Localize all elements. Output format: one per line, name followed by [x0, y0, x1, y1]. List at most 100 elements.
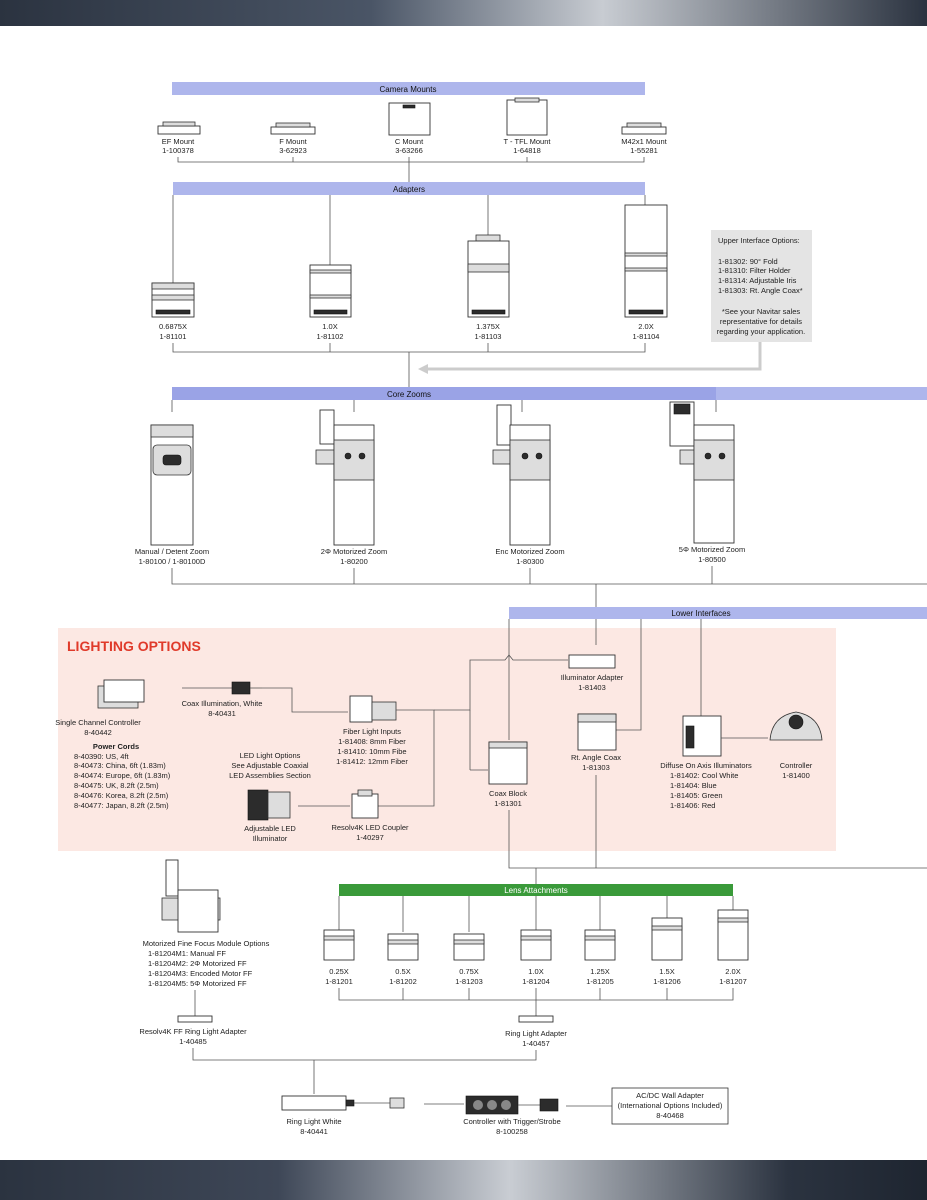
- top-decorative-band: [0, 0, 927, 26]
- svg-text:1-40457: 1-40457: [522, 1039, 550, 1048]
- upper-interface-options-box: Upper Interface Options: 1-81302: 90° Fo…: [711, 230, 812, 342]
- power-cords-list: 8-40390: US, 4ft 8-40473: China, 6ft (1.…: [74, 752, 171, 810]
- svg-text:1-81203: 1-81203: [455, 977, 483, 986]
- svg-text:1.375X: 1.375X: [476, 322, 500, 331]
- svg-text:Ring Light Adapter: Ring Light Adapter: [505, 1029, 567, 1038]
- svg-text:Motorized Fine Focus Module Op: Motorized Fine Focus Module Options: [143, 939, 270, 948]
- svg-text:8-40474: Europe, 6ft (1.83m): 8-40474: Europe, 6ft (1.83m): [74, 771, 171, 780]
- svg-text:1-81202: 1-81202: [389, 977, 417, 986]
- svg-text:1-81204M2: 2Φ Motorized FF: 1-81204M2: 2Φ Motorized FF: [148, 959, 247, 968]
- svg-text:1-100378: 1-100378: [162, 146, 194, 155]
- svg-text:LED Assemblies Section: LED Assemblies Section: [229, 771, 311, 780]
- adapters-title: Adapters: [393, 185, 425, 194]
- lighting-options-title: LIGHTING OPTIONS: [67, 638, 201, 654]
- svg-text:Resolv4K FF Ring Light Adapter: Resolv4K FF Ring Light Adapter: [139, 1027, 247, 1036]
- svg-text:See Adjustable Coaxial: See Adjustable Coaxial: [231, 761, 308, 770]
- svg-text:3-63266: 3-63266: [395, 146, 423, 155]
- svg-text:Coax Block: Coax Block: [489, 789, 527, 798]
- lens-0-5x: 0.5X1-81202: [387, 933, 419, 986]
- svg-text:1-64818: 1-64818: [513, 146, 541, 155]
- svg-text:Single Channel Controller: Single Channel Controller: [55, 718, 141, 727]
- svg-text:2.0X: 2.0X: [638, 322, 653, 331]
- lower-interfaces-title: Lower Interfaces: [671, 609, 730, 618]
- adapter-2-0x: 2.0X1-81104: [624, 204, 668, 341]
- svg-text:2.0X: 2.0X: [725, 967, 740, 976]
- svg-text:8-40475: UK, 8.2ft (2.5m): 8-40475: UK, 8.2ft (2.5m): [74, 781, 159, 790]
- lower-interfaces-bar: [509, 607, 927, 619]
- svg-text:(International Options Include: (International Options Included): [618, 1101, 723, 1110]
- svg-text:Illuminator: Illuminator: [253, 834, 288, 843]
- svg-text:5Φ Motorized Zoom: 5Φ Motorized Zoom: [679, 545, 745, 554]
- svg-text:1-80500: 1-80500: [698, 555, 726, 564]
- svg-text:1-81204M5: 5Φ Motorized FF: 1-81204M5: 5Φ Motorized FF: [148, 979, 247, 988]
- svg-text:2Φ Motorized Zoom: 2Φ Motorized Zoom: [321, 547, 387, 556]
- svg-text:1-81301: 1-81301: [494, 799, 522, 808]
- svg-text:8-40477: Japan, 8.2ft (2.5m): 8-40477: Japan, 8.2ft (2.5m): [74, 801, 169, 810]
- svg-text:1-81206: 1-81206: [653, 977, 681, 986]
- motorized-fine-focus-module: [161, 859, 221, 933]
- svg-text:Upper Interface Options:: Upper Interface Options:: [718, 236, 800, 245]
- svg-text:0.5X: 0.5X: [395, 967, 410, 976]
- svg-text:3-62923: 3-62923: [279, 146, 307, 155]
- svg-text:EF Mount: EF Mount: [162, 137, 195, 146]
- svg-text:8-40431: 8-40431: [208, 709, 236, 718]
- svg-text:*See your Navitar sales: *See your Navitar sales: [722, 307, 801, 316]
- diffuse-on-axis-illuminators: Diffuse On Axis Illuminators 1-81402: Co…: [660, 715, 752, 810]
- svg-text:1.25X: 1.25X: [590, 967, 610, 976]
- svg-text:1-80100 / 1-80100D: 1-80100 / 1-80100D: [139, 557, 206, 566]
- svg-text:1-81102: 1-81102: [317, 332, 344, 341]
- svg-text:0.25X: 0.25X: [329, 967, 349, 976]
- power-cords-title: Power Cords: [93, 742, 139, 751]
- svg-text:Resolv4K LED Coupler: Resolv4K LED Coupler: [331, 823, 409, 832]
- svg-text:1-81402: Cool White: 1-81402: Cool White: [670, 771, 738, 780]
- svg-text:1-81303: Rt. Angle Coax*: 1-81303: Rt. Angle Coax*: [718, 286, 803, 295]
- svg-text:1-81205: 1-81205: [586, 977, 614, 986]
- svg-text:1-81410: 10mm Fibe: 1-81410: 10mm Fibe: [337, 747, 406, 756]
- svg-text:Coax Illumination, White: Coax Illumination, White: [182, 699, 263, 708]
- fine-focus-options-list: Motorized Fine Focus Module Options 1-81…: [143, 939, 270, 988]
- svg-text:M42x1 Mount: M42x1 Mount: [621, 137, 667, 146]
- svg-text:1-81412: 12mm Fiber: 1-81412: 12mm Fiber: [336, 757, 408, 766]
- svg-text:1-81400: 1-81400: [782, 771, 810, 780]
- svg-text:1-81101: 1-81101: [160, 332, 187, 341]
- svg-text:Controller: Controller: [780, 761, 813, 770]
- svg-text:8-40441: 8-40441: [300, 1127, 328, 1136]
- camera-mounts-title: Camera Mounts: [380, 85, 437, 94]
- svg-text:1.0X: 1.0X: [322, 322, 337, 331]
- svg-text:1-40485: 1-40485: [179, 1037, 207, 1046]
- led-light-options-note: LED Light Options See Adjustable Coaxial…: [229, 751, 311, 780]
- svg-text:8-40473: China, 6ft (1.83m): 8-40473: China, 6ft (1.83m): [74, 761, 166, 770]
- camera-mounts-bar: [172, 82, 645, 95]
- lens-1-0x: 1.0X1-81204: [520, 929, 552, 986]
- svg-text:0.75X: 0.75X: [459, 967, 479, 976]
- svg-text:1.0X: 1.0X: [528, 967, 543, 976]
- svg-text:Adjustable LED: Adjustable LED: [244, 824, 296, 833]
- svg-text:1-81404: Blue: 1-81404: Blue: [670, 781, 717, 790]
- svg-text:1-81405: Green: 1-81405: Green: [670, 791, 723, 800]
- fiber-light-inputs: Fiber Light Inputs 1-81408: 8mm Fiber 1-…: [336, 695, 408, 766]
